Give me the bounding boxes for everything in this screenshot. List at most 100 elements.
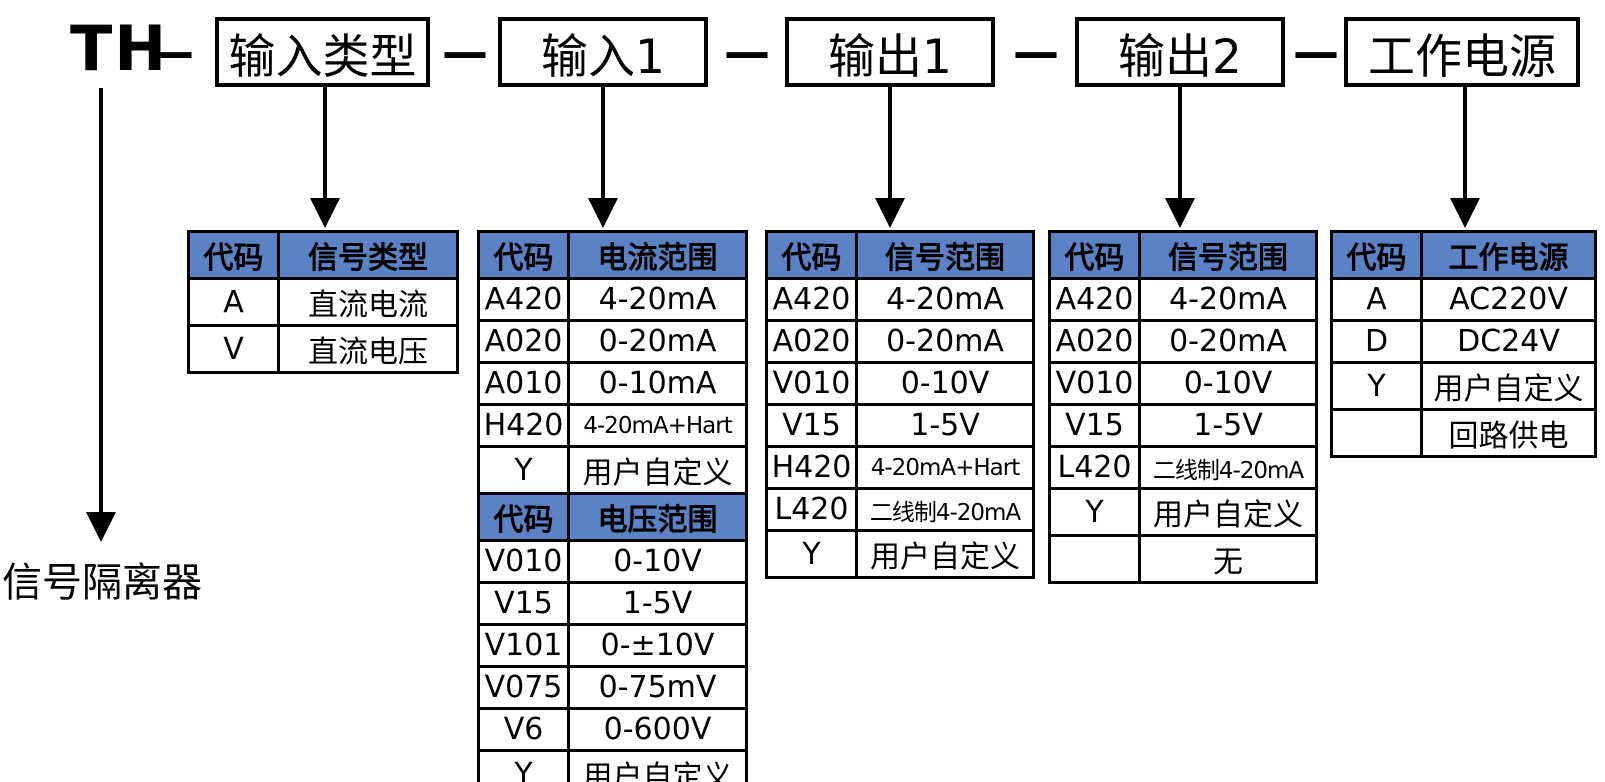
range-cell: DC24V — [1420, 319, 1597, 364]
arrow-shaft — [1178, 87, 1182, 199]
table-header-row: 代码信号范围 — [765, 230, 1035, 280]
code-cell: H420 — [765, 445, 858, 490]
range-cell: 1-5V — [567, 581, 748, 626]
range-cell: 二线制4-20mA — [1138, 445, 1318, 490]
arrow-head-icon — [310, 198, 340, 228]
range-cell: 0-10V — [1138, 361, 1318, 406]
code-cell: A420 — [765, 277, 858, 322]
range-cell: 4-20mA — [567, 277, 748, 322]
range-cell: 用户自定义 — [855, 529, 1035, 579]
header-cell-code: 代码 — [1048, 230, 1141, 280]
code-separator-dash: — — [442, 25, 488, 79]
arrow-shaft — [1463, 87, 1467, 199]
code-cell: V010 — [477, 539, 570, 584]
field-label-input-type: 输入类型 — [228, 29, 417, 85]
arrow-head-icon — [1450, 198, 1480, 228]
table-header-row: 代码信号范围 — [1048, 230, 1318, 280]
table-header-row: 代码工作电源 — [1330, 230, 1597, 280]
range-cell: 无 — [1138, 534, 1318, 584]
code-cell: Y — [477, 749, 570, 782]
arrow-head-icon — [875, 198, 905, 228]
range-cell: 直流电压 — [277, 324, 459, 374]
table-header-row: 代码信号类型 — [187, 230, 459, 280]
range-cell: 4-20mA+Hart — [567, 403, 748, 448]
prefix-description: 信号隔离器 — [2, 560, 202, 606]
range-cell: 用户自定义 — [567, 445, 748, 495]
range-cell: 0-20mA — [855, 319, 1035, 364]
field-box-input-type: 输入类型 — [215, 17, 430, 87]
code-cell: V010 — [765, 361, 858, 406]
code-cell — [1048, 534, 1141, 584]
range-cell: 用户自定义 — [1138, 487, 1318, 537]
prefix-down-arrow — [86, 88, 116, 542]
header-cell-range: 工作电源 — [1420, 230, 1597, 280]
table-row: 回路供电 — [1330, 408, 1597, 458]
field-label-input-1: 输入1 — [541, 29, 665, 85]
code-separator-dash: — — [148, 25, 194, 79]
code-cell: D — [1330, 319, 1423, 364]
code-cell — [1330, 408, 1423, 458]
header-cell-code: 代码 — [477, 492, 570, 542]
model-prefix: TH — [70, 12, 169, 85]
table-header-row: 代码电流范围 — [477, 230, 748, 280]
range-cell: 1-5V — [855, 403, 1035, 448]
range-cell: 0-10mA — [567, 361, 748, 406]
code-separator-dash: — — [724, 25, 770, 79]
header-cell-code: 代码 — [765, 230, 858, 280]
code-cell: A020 — [765, 319, 858, 364]
range-cell: 用户自定义 — [567, 749, 748, 782]
header-cell-range: 信号范围 — [855, 230, 1035, 280]
header-cell-range: 信号范围 — [1138, 230, 1318, 280]
code-cell: A020 — [1048, 319, 1141, 364]
range-cell: 4-20mA — [1138, 277, 1318, 322]
code-cell: H420 — [477, 403, 570, 448]
range-cell: 4-20mA+Hart — [855, 445, 1035, 490]
range-cell: 0-10V — [855, 361, 1035, 406]
range-cell: 0-75mV — [567, 665, 748, 710]
code-cell: V15 — [1048, 403, 1141, 448]
range-cell: 0-600V — [567, 707, 748, 752]
code-cell: L420 — [1048, 445, 1141, 490]
range-cell: 1-5V — [1138, 403, 1318, 448]
header-cell-code: 代码 — [187, 230, 280, 280]
down-arrow-output-1 — [875, 87, 905, 228]
range-cell: 二线制4-20mA — [855, 487, 1035, 532]
range-cell: 4-20mA — [855, 277, 1035, 322]
code-cell: V15 — [477, 581, 570, 626]
range-cell: AC220V — [1420, 277, 1597, 322]
range-cell: 回路供电 — [1420, 408, 1597, 458]
arrow-shaft — [99, 88, 103, 513]
arrow-shaft — [601, 87, 605, 199]
arrow-shaft — [888, 87, 892, 199]
header-cell-code: 代码 — [477, 230, 570, 280]
header-cell-range: 电压范围 — [567, 492, 748, 542]
arrow-shaft — [323, 87, 327, 199]
code-cell: V101 — [477, 623, 570, 668]
